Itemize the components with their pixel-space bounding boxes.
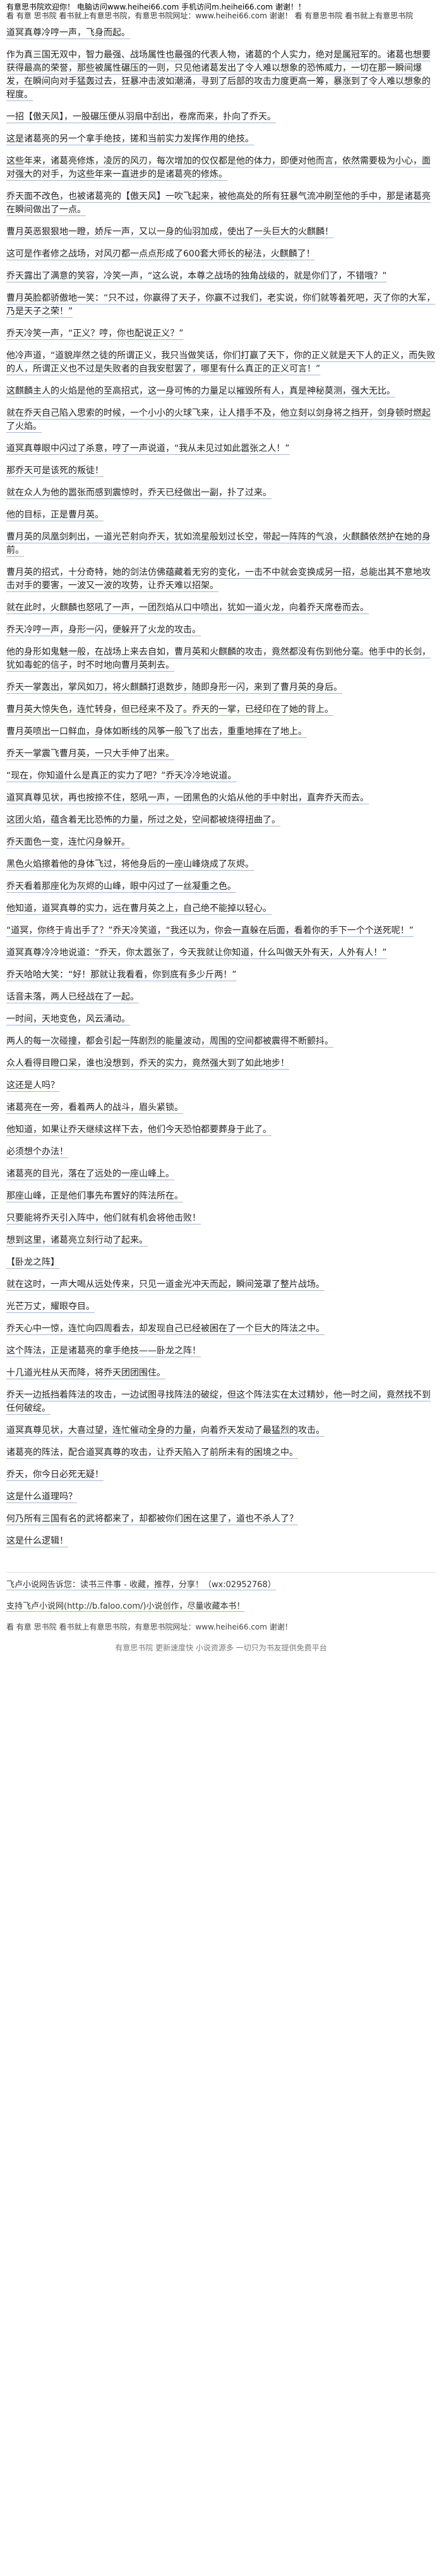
paragraph: “现在，你知道什么是真正的实力了吧？”乔天冷冷地说道。 xyxy=(6,771,237,781)
paragraph: 乔天哈哈大笑：“好！那就让我看看，你到底有多少斤两！” xyxy=(6,970,237,980)
paragraph: 他冷声道，“道貌岸然之徒的所谓正义，我只当做笑话，你们打赢了天下，你的正义就是天… xyxy=(6,351,436,374)
paragraph: 这是什么逻辑！ xyxy=(6,1536,68,1546)
paragraph: 乔天面不改色，也被诸葛亮的【傲天风】一吹飞起来，被他高处的所有狂暴气流冲刷至他的… xyxy=(6,191,431,215)
site-header: 有意思书院欢迎你！ 电脑访问www.heihei66.com 手机访问m.hei… xyxy=(0,0,442,23)
site-welcome-text: 有意思书院欢迎你！ 电脑访问www.heihei66.com 手机访问m.hei… xyxy=(6,3,306,11)
paragraph: 道冥真尊冷哼一声，飞身而起。 xyxy=(6,28,130,38)
paragraph: 诸葛亮的阵法，配合道冥真尊的攻击，让乔天陷入了前所未有的困境之中。 xyxy=(6,1448,298,1458)
paragraph: 乔天冷哼一声，身形一闪，便躲开了火龙的攻击。 xyxy=(6,625,201,635)
paragraph: 乔天看着那座化为灰烬的山峰，眼中闪过了一丝凝重之色。 xyxy=(6,881,236,892)
paragraph: 何乃所有三国有名的武将都来了，却都被你们困在这里了，道也不杀人了？ xyxy=(6,1514,298,1524)
paragraph: 乔天一边抵挡着阵法的攻击，一边试图寻找阵法的破绽，但这个阵法实在太过精妙，他一时… xyxy=(6,1390,431,1413)
paragraph: 那乔天可是该死的叛徒！ xyxy=(6,466,104,476)
paragraph: 就在这时，一声大喝从远处传来，只见一道金光冲天而起，瞬间笼罩了整片战场。 xyxy=(6,1279,325,1290)
paragraph: 这还是人吗？ xyxy=(6,1080,59,1091)
paragraph: 必须想个办法！ xyxy=(6,1147,68,1157)
paragraph: 他的目标，正是曹月英。 xyxy=(6,510,104,520)
paragraph: 那座山峰，正是他们事先布置好的阵法所在。 xyxy=(6,1191,183,1201)
paragraph: “道冥，你终于肯出手了？”乔天冷笑道，“我还以为，你会一直躲在后面，看着你的手下… xyxy=(6,926,414,936)
paragraph: 【卧龙之阵】 xyxy=(6,1257,59,1267)
paragraph: 这些年来，诸葛亮修炼，凌厉的风刃，每次增加的仅仅都是他的体力，即便对他而言，依然… xyxy=(6,156,431,179)
paragraph: 他的身形如鬼魅一般，在战场上来去自如，曹月英和火麒麟的攻击，竟然都没有伤到他分毫… xyxy=(6,647,431,670)
paragraph: 这团火焰，蕴含着无比恐怖的力量，所过之处，空间都被烧得扭曲了。 xyxy=(6,815,280,825)
paragraph: 他知道，道冥真尊的实力，远在曹月英之上，自己绝不能掉以轻心。 xyxy=(6,904,272,914)
paragraph: 就在此时，火麒麟也怒吼了一声，一团烈焰从口中喷出，犹如一道火龙，向着乔天席卷而去… xyxy=(6,603,369,613)
paragraph: 就在众人为他的嚣张而感到震惊时，乔天已经做出一副，扑了过来。 xyxy=(6,488,272,498)
footer-support-link[interactable]: 支持飞卢小说网(http://b.faloo.com/)小说创作，尽量收藏本书！ xyxy=(6,1602,245,1611)
paragraph: 曹月英恶狠狠地一瞪，娇斥一声，又以一身的仙羽加成，使出了一头巨大的火麒麟！ xyxy=(6,227,333,237)
paragraph: 十几道光柱从天而降，将乔天团团围住。 xyxy=(6,1368,165,1378)
paragraph: 曹月英的凤凰剑刺出，一道光芒射向乔天，犹如流星般划过长空，带起一阵阵的气浪，火麒… xyxy=(6,532,431,555)
paragraph: 道冥真尊见状，大喜过望，连忙催动全身的力量，向着乔天发动了最猛烈的攻击。 xyxy=(6,1425,325,1436)
paragraph: 乔天，你今日必死无疑！ xyxy=(6,1470,104,1480)
paragraph: 这个阵法，正是诸葛亮的拿手绝技——卧龙之阵！ xyxy=(6,1346,201,1356)
paragraph: 这是诸葛亮的另一个拿手绝技，搓和当前实力发挥作用的绝技。 xyxy=(6,134,254,144)
paragraph: 乔天一掌轰出，掌风如刀，将火麒麟打退数步，随即身形一闪，来到了曹月英的身后。 xyxy=(6,682,342,692)
paragraph: 光芒万丈，耀眼夺目。 xyxy=(6,1302,95,1312)
chapter-content: 道冥真尊冷哼一声，飞身而起。作为真三国无双中，智力最强、战场属性也最强的代表人物… xyxy=(0,23,442,1548)
paragraph: 乔天冷笑一声，“正义？哼，你也配说正义？” xyxy=(6,329,184,339)
paragraph: 这是什么道理吗？ xyxy=(6,1492,77,1502)
paragraph: 曹月英喷出一口鲜血，身体如断线的风筝一般飞了出去，重重地摔在了地上。 xyxy=(6,727,307,737)
paragraph: 道冥真尊冷冷地说道：“乔天，你太嚣张了，今天我就让你知道，什么叫做天外有天，人外… xyxy=(6,948,387,958)
paragraph: 诸葛亮的目光，落在了远处的一座山峰上。 xyxy=(6,1169,174,1179)
paragraph: 作为真三国无双中，智力最强、战场属性也最强的代表人物，诸葛的个人实力，绝对是属冠… xyxy=(6,50,431,100)
paragraph: 乔天面色一变，连忙闪身躲开。 xyxy=(6,837,130,847)
paragraph: 诸葛亮在一旁，看着两人的战斗，眉头紧锁。 xyxy=(6,1103,183,1113)
paragraph: 道冥真尊见状，再也按捺不住，怒吼一声，一团黑色的火焰从他的手中射出，直奔乔天而去… xyxy=(6,793,369,803)
paragraph: 乔天一掌震飞曹月英，一只大手伸了出来。 xyxy=(6,749,174,759)
divider xyxy=(6,1572,436,1573)
paragraph: 这可是作者修之战场，对风刃都一点点形成了600套大师长的秘法，火麒麟了！ xyxy=(6,249,315,259)
paragraph: 只要能将乔天引入阵中，他们就有机会将他击败！ xyxy=(6,1213,201,1223)
paragraph: 话音未落，两人已经战在了一起。 xyxy=(6,992,139,1002)
footer-promo-text: 飞卢小说网告诉您：读书三件事 - 收藏，推荐，分享！（wx:02952768） xyxy=(6,1580,276,1590)
paragraph: 就在乔天自己陷入思索的时候，一个小小的火球飞来，让人措手不及，他立刻以剑身将之挡… xyxy=(6,408,431,432)
paragraph: 这麒麟主人的火焰是他的至高招式，这一身可怖的力量足以摧毁所有人，真是神秘莫测，强… xyxy=(6,386,395,396)
paragraph: 曹月英大惊失色，连忙转身，但已经来不及了。乔天的一掌，已经印在了她的背上。 xyxy=(6,704,333,715)
paragraph: 两人的每一次碰撞，都会引起一阵剧烈的能量波动，周围的空间都被震得不断颤抖。 xyxy=(6,1036,333,1046)
paragraph: 乔天露出了满意的笑容，冷笑一声，“这么说，本尊之战场的独角战级的，就是你们了，不… xyxy=(6,271,387,281)
chapter-footer: 飞卢小说网告诉您：读书三件事 - 收藏，推荐，分享！（wx:02952768） … xyxy=(0,1557,442,1653)
paragraph: 乔天心中一惊，连忙向四周看去，却发现自己已经被困在了一个巨大的阵法之中。 xyxy=(6,1324,325,1334)
paragraph: 一时间，天地变色，风云涌动。 xyxy=(6,1014,130,1024)
paragraph: 道冥真尊眼中闪过了杀意，哼了一声说道，“我从未见过如此嚣张之人！” xyxy=(6,444,290,454)
footer-slogan: 有意思书院 更新速度快 小说资源多 一切只为书友提供免费平台 xyxy=(115,1643,327,1652)
paragraph: 他知道，如果让乔天继续这样下去，他们今天恐怕都要葬身于此了。 xyxy=(6,1125,272,1135)
site-notice-text: 看 有意 思书院 看书就上有意思书院，有意思书院网址：www.heihei66.… xyxy=(6,11,414,20)
paragraph: 黑色火焰擦着他的身体飞过，将他身后的一座山峰烧成了灰烬。 xyxy=(6,859,254,869)
paragraph: 众人看得目瞪口呆，谁也没想到，乔天的实力，竟然强大到了如此地步！ xyxy=(6,1058,289,1068)
footer-site-notice: 看 有意 思书院 看书就上有意思书院，有意思书院网址：www.heihei66.… xyxy=(6,1623,292,1631)
paragraph: 一招【傲天风】，一股碾压便从羽扇中刮出，卷席而来，扑向了乔天。 xyxy=(6,112,276,122)
paragraph: 想到这里，诸葛亮立刻行动了起来。 xyxy=(6,1235,148,1245)
paragraph: 曹月英的招式，十分奇特，她的剑法仿佛蕴藏着无穷的变化，一击不中就会变换成另一招，… xyxy=(6,567,431,591)
paragraph: 曹月英脸都骄傲地一笑：“只不过，你赢得了天子，你赢不过我们，老实说，你们就等着死… xyxy=(6,293,436,317)
